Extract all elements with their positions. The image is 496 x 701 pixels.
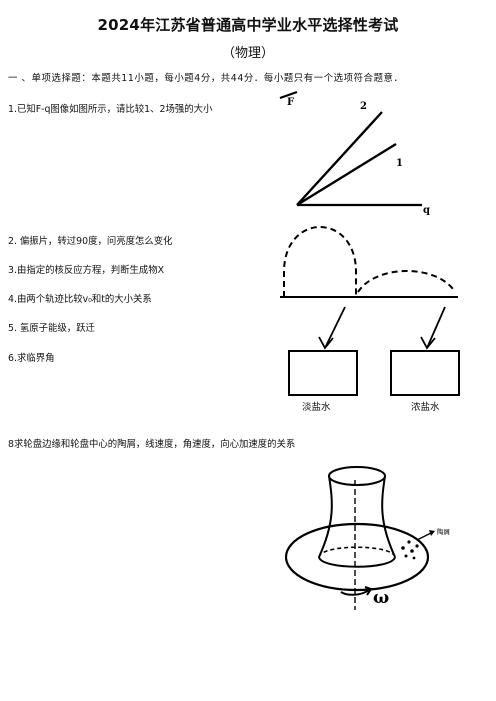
- fq-line-2: [296, 111, 383, 206]
- question-3: 3.由指定的核反应方程，判断生成物X: [8, 265, 164, 276]
- exam-subject: （物理）: [221, 46, 274, 61]
- beaker-left: [288, 350, 358, 396]
- fq-line-label-1: 1: [396, 158, 403, 169]
- refraction-figure: [288, 306, 460, 396]
- trajectory-figure: [280, 226, 458, 298]
- question-6: 6.求临界角: [8, 353, 55, 364]
- light-ray-right: [426, 306, 446, 349]
- label-dilute-brine: 淡盐水: [302, 402, 331, 413]
- vase-right-side: [381, 475, 396, 558]
- debris-pointer-arrow: [429, 530, 435, 536]
- question-1: 1.已知F-q图像如图所示，请比较1、2场强的大小: [8, 104, 213, 115]
- fq-axis-label-f: F: [287, 97, 294, 108]
- section-heading: 一 、单项选择题：本题共11小题，每小题4分，共44分．每小题只有一个选项符合题…: [8, 73, 404, 84]
- debris-dots: [401, 540, 419, 560]
- fq-graph: F q 2 1: [279, 90, 430, 216]
- light-ray-left: [324, 306, 346, 349]
- trajectory-high-arc: [283, 226, 357, 297]
- beaker-right: [390, 350, 460, 396]
- ray-arrow-left: [318, 336, 334, 350]
- fq-line-1: [296, 142, 397, 207]
- omega-symbol: ω: [373, 588, 389, 608]
- trajectory-low-arc: [357, 270, 456, 293]
- vase-base-front: [318, 556, 396, 568]
- fq-y-axis: [279, 90, 298, 100]
- ray-arrow-right: [420, 336, 436, 350]
- question-5: 5. 氢原子能级，跃迁: [8, 323, 95, 334]
- wheel-platter: [284, 522, 430, 592]
- label-concentrated-brine: 浓盐水: [411, 402, 440, 413]
- vase-left-side: [318, 475, 333, 558]
- vase-base-back: [318, 546, 396, 558]
- question-8: 8求轮盘边缘和轮盘中心的陶屑，线速度，角速度，向心加速度的关系: [8, 439, 296, 450]
- question-4: 4.由两个轨迹比较v₀和t的大小关系: [8, 294, 152, 305]
- rotation-arrow: [340, 589, 370, 596]
- exam-title: 2024年江苏省普通高中学业水平选择性考试: [97, 16, 399, 34]
- vase-rim: [328, 466, 386, 486]
- rotation-arrow-head: [364, 586, 373, 596]
- pottery-wheel-figure: 陶屑 ω: [284, 466, 450, 610]
- debris-label: 陶屑: [437, 527, 450, 536]
- question-2: 2. 偏振片，转过90度，问亮度怎么变化: [8, 236, 173, 247]
- fq-line-label-2: 2: [360, 101, 367, 112]
- fq-axis-label-q: q: [423, 205, 430, 216]
